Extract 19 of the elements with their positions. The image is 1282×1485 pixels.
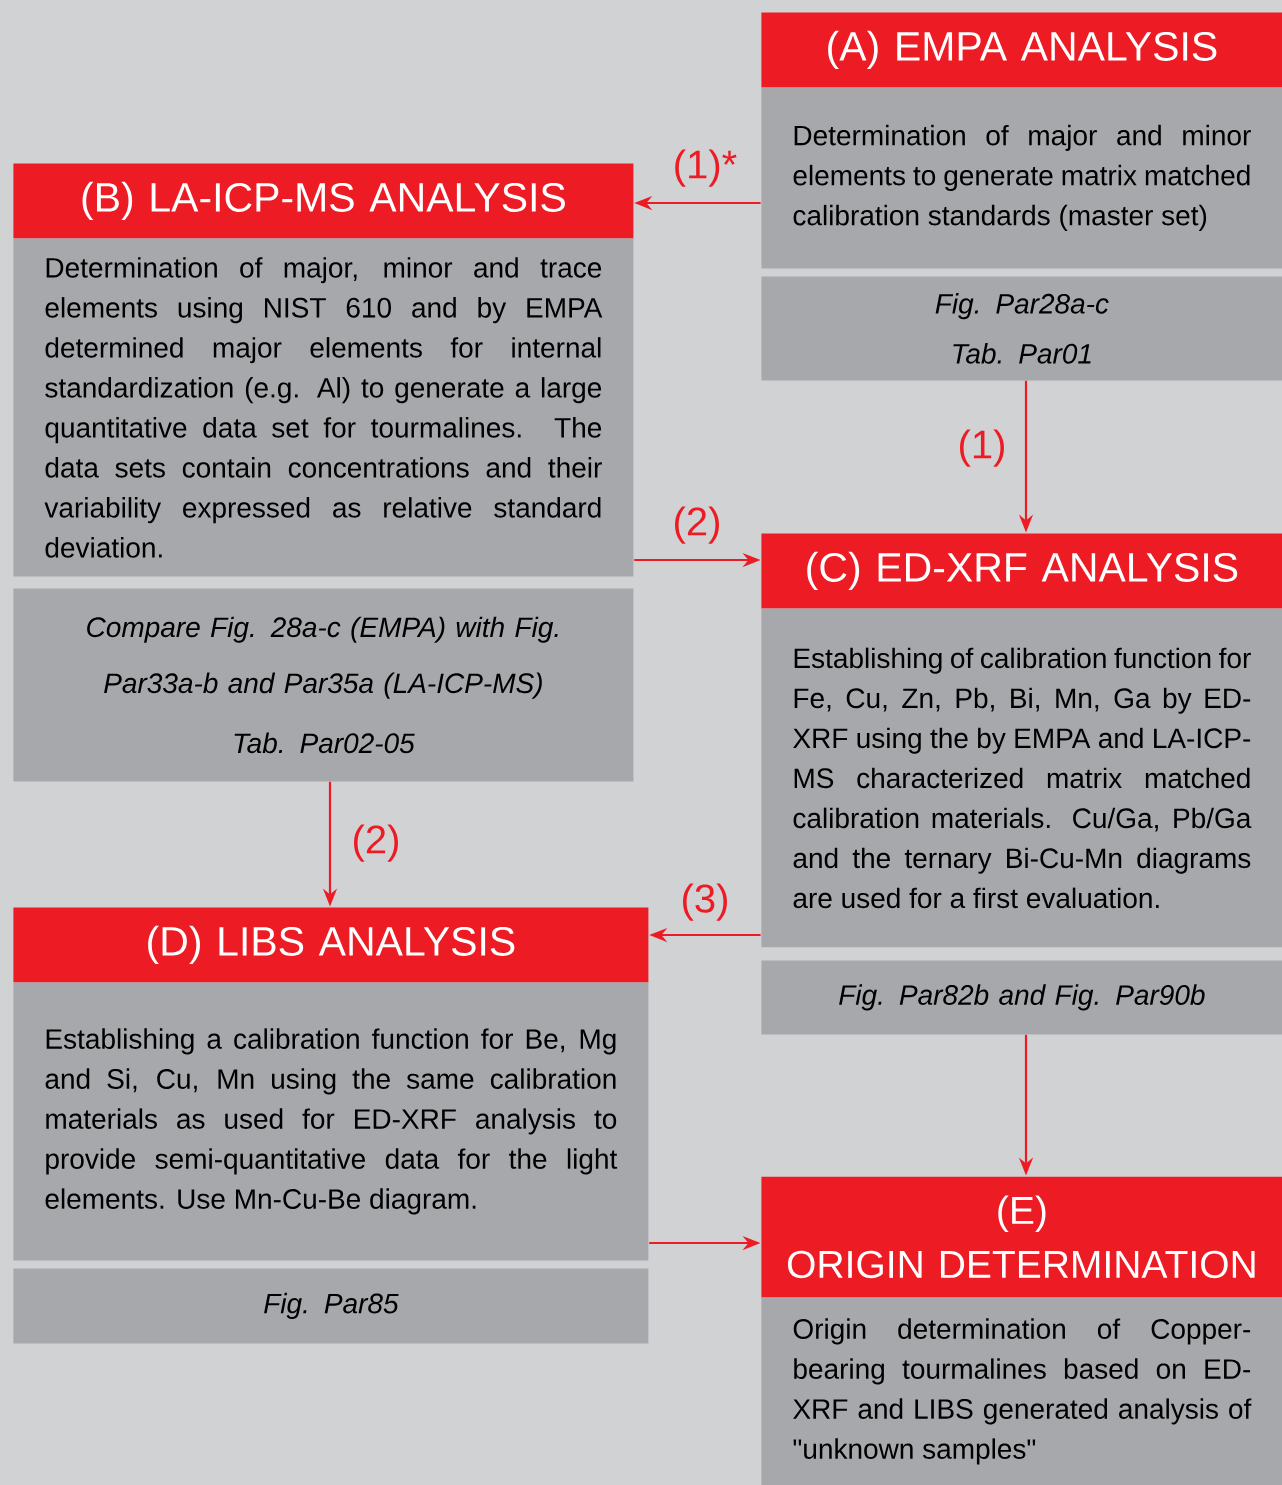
header-band: (A) EMPA ANALYSIS <box>761 12 1282 88</box>
reference-box: Compare Fig. 28a-c (EMPA) with Fig. Par33a-b and Par35a (LA-ICP-MS) Tab. Par02-05 <box>13 588 634 782</box>
body-panel: Determination of major and minor elements to generate matrix matched calibration standards (master set) <box>761 87 1282 269</box>
body-panel: Establishing of calibration function for Fe, Cu, Zn, Pb, Bi, Mn, Ga by ED-XRF using the by EMPA and LA-ICP-MS characterized matrix matched calibration materials. Cu/Ga, Pb/Ga and the ternary Bi-Cu-Mn diagrams are used for a first evaluation. <box>761 608 1282 948</box>
body-panel: Establishing a calibration function for Be, Mg and Si, Cu, Mn using the same calibration materials as used for ED-XRF analysis to provide semi-quantitative data for the light elements. Use Mn-Cu-Be diagram. <box>13 982 649 1261</box>
edge-label: (2) <box>349 822 403 864</box>
reference-box: Fig. Par28a-c Tab. Par01 <box>761 276 1282 381</box>
edge-label: (1)* <box>670 147 740 189</box>
header-band: (E) ORIGIN DETERMINATION <box>761 1176 1282 1298</box>
edge-label: (1) <box>955 427 1009 469</box>
body-panel: Determination of major, minor and trace elements using NIST 610 and by EMPA determined major elements for internal standardization (e.g. Al) to generate a large quantitative data set for tourmalines. The data sets contain concentrations and their variability expressed as relative standard deviation. <box>13 238 634 577</box>
edge-label: (3) <box>678 881 732 923</box>
reference-box: Fig. Par85 <box>13 1268 649 1344</box>
header-band: (D) LIBS ANALYSIS <box>13 907 649 983</box>
body-panel: Origin determination of Copper-bearing tourmalines based on ED-XRF and LIBS generated analysis of "unknown samples" <box>761 1297 1282 1485</box>
reference-box: Fig. Par82b and Fig. Par90b <box>761 960 1282 1035</box>
header-band: (C) ED-XRF ANALYSIS <box>761 533 1282 609</box>
edge-label: (2) <box>670 504 724 546</box>
header-band: (B) LA-ICP-MS ANALYSIS <box>13 163 634 239</box>
